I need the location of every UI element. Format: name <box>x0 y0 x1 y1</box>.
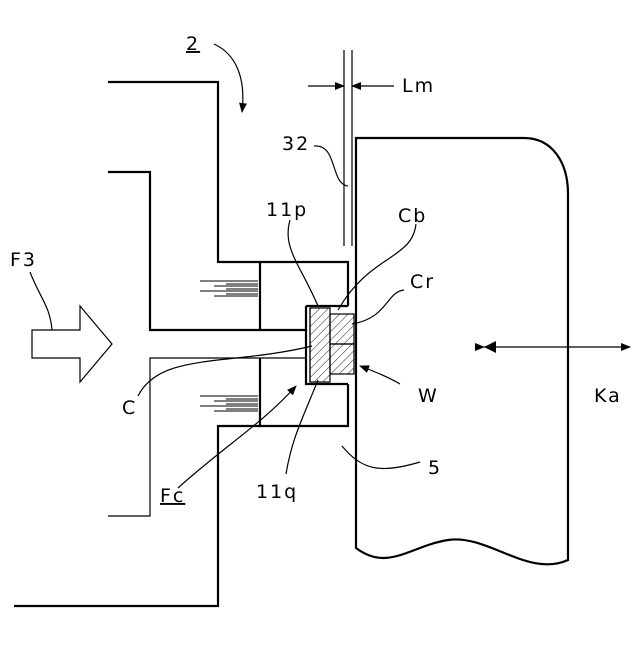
label-32: 32 <box>282 133 310 155</box>
leader-5 <box>342 446 420 469</box>
f3-force-arrow <box>32 306 112 382</box>
inner-body-upper <box>108 172 306 330</box>
label-11q: 11q <box>256 481 298 503</box>
label-f3: F3 <box>10 249 37 271</box>
label-assembly: 2 <box>186 33 200 55</box>
component-c <box>310 308 330 382</box>
leader-f3 <box>30 272 52 330</box>
leader-32 <box>314 146 348 186</box>
component-cb <box>330 314 354 344</box>
leader-w <box>360 366 400 384</box>
label-cb: Cb <box>398 205 427 227</box>
leader-c <box>138 346 312 396</box>
label-lm: Lm <box>402 75 435 97</box>
component-cr <box>330 344 354 374</box>
label-w: W <box>418 385 439 407</box>
label-cr: Cr <box>410 271 435 293</box>
label-ka: Ka <box>594 385 622 407</box>
workpiece-5 <box>356 138 568 564</box>
spring-detail-upper <box>200 281 258 296</box>
spring-detail-lower <box>200 396 258 411</box>
label-fc: Fc <box>160 485 185 507</box>
label-c: C <box>122 397 137 419</box>
leader-cb <box>338 224 416 310</box>
leader-cr <box>352 290 404 324</box>
label-5: 5 <box>428 457 442 479</box>
label-11p: 11p <box>266 199 308 221</box>
